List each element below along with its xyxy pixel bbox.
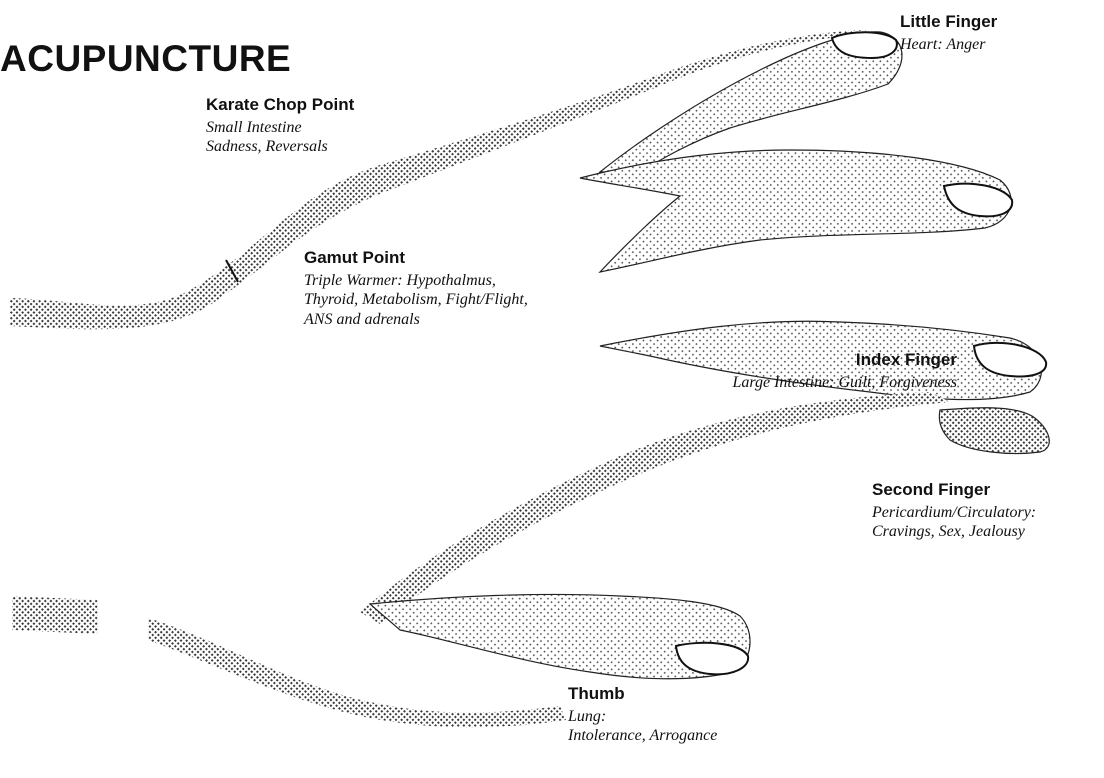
- label-text: Heart: Anger: [900, 35, 997, 55]
- palm-crease: [360, 392, 950, 624]
- label-heading: Index Finger: [732, 350, 957, 371]
- label-heading: Thumb: [568, 684, 717, 705]
- label-second-finger: Second Finger Pericardium/Circulatory: C…: [872, 480, 1036, 542]
- label-heading: Karate Chop Point: [206, 95, 354, 116]
- label-text: Pericardium/Circulatory:: [872, 503, 1036, 523]
- label-index-finger: Index Finger Large Intestine: Guilt, For…: [732, 350, 957, 392]
- label-thumb: Thumb Lung: Intolerance, Arrogance: [568, 684, 717, 746]
- ring-finger-outline: [580, 150, 1011, 272]
- diagram-title: ACUPUNCTURE: [0, 40, 291, 77]
- label-text: Thyroid, Metabolism, Fight/Flight,: [304, 290, 528, 310]
- label-text: ANS and adrenals: [304, 310, 528, 330]
- label-text: Lung:: [568, 707, 717, 727]
- label-little-finger: Little Finger Heart: Anger: [900, 12, 997, 54]
- wrist-lower-left: [12, 596, 98, 634]
- label-heading: Second Finger: [872, 480, 1036, 501]
- label-heading: Gamut Point: [304, 248, 528, 269]
- label-gamut-point: Gamut Point Triple Warmer: Hypothalmus, …: [304, 248, 528, 329]
- second-finger-tip: [939, 408, 1049, 454]
- label-heading: Little Finger: [900, 12, 997, 33]
- label-text: Intolerance, Arrogance: [568, 726, 717, 746]
- label-text: Large Intestine: Guilt, Forgiveness: [732, 373, 957, 393]
- label-karate-chop-point: Karate Chop Point Small Intestine Sadnes…: [206, 95, 354, 157]
- label-text: Cravings, Sex, Jealousy: [872, 522, 1036, 542]
- label-text: Small Intestine: [206, 118, 354, 138]
- label-text: Triple Warmer: Hypothalmus,: [304, 271, 528, 291]
- label-text: Sadness, Reversals: [206, 137, 354, 157]
